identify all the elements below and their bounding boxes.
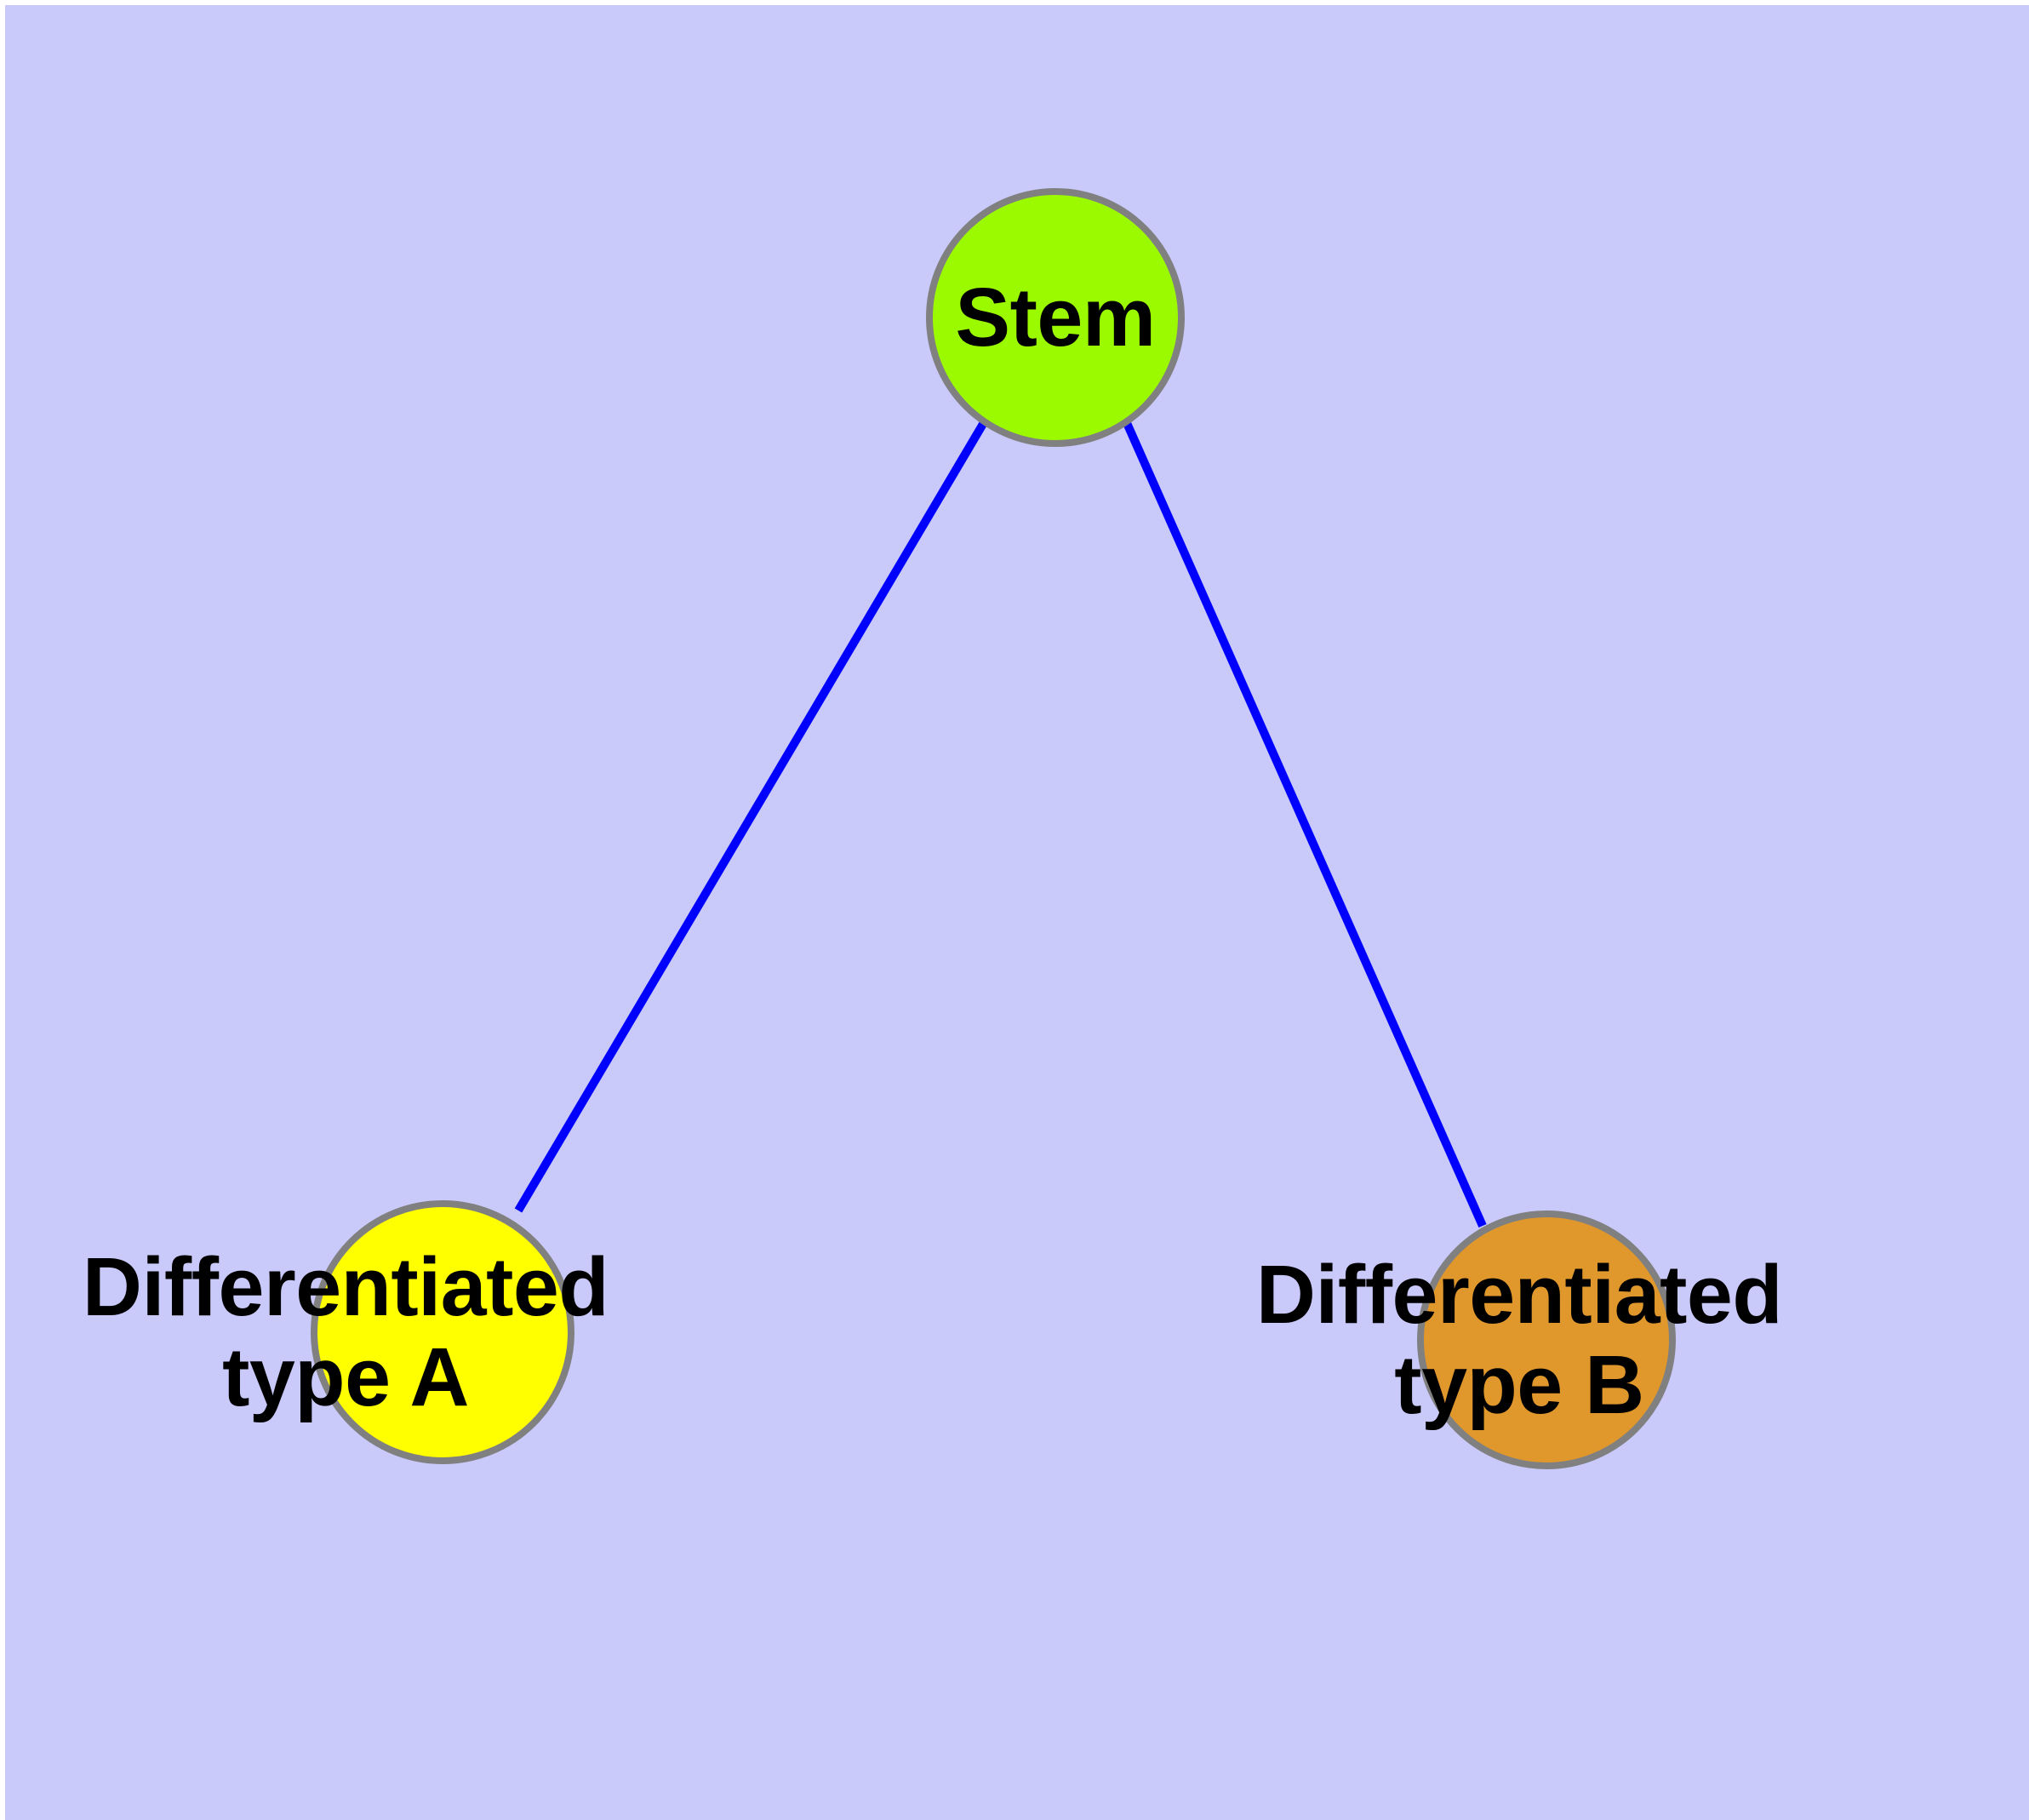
node-differentiated-type-a-circle[interactable] — [311, 1200, 574, 1464]
node-stem-circle[interactable] — [926, 188, 1185, 447]
edge-stem-to-differentiated-type-b — [1123, 421, 1487, 1228]
node-layer — [311, 188, 1676, 1469]
edge-layer — [514, 421, 1487, 1228]
edge-stem-to-differentiated-type-a — [514, 421, 987, 1213]
node-differentiated-type-b-circle[interactable] — [1417, 1210, 1676, 1469]
